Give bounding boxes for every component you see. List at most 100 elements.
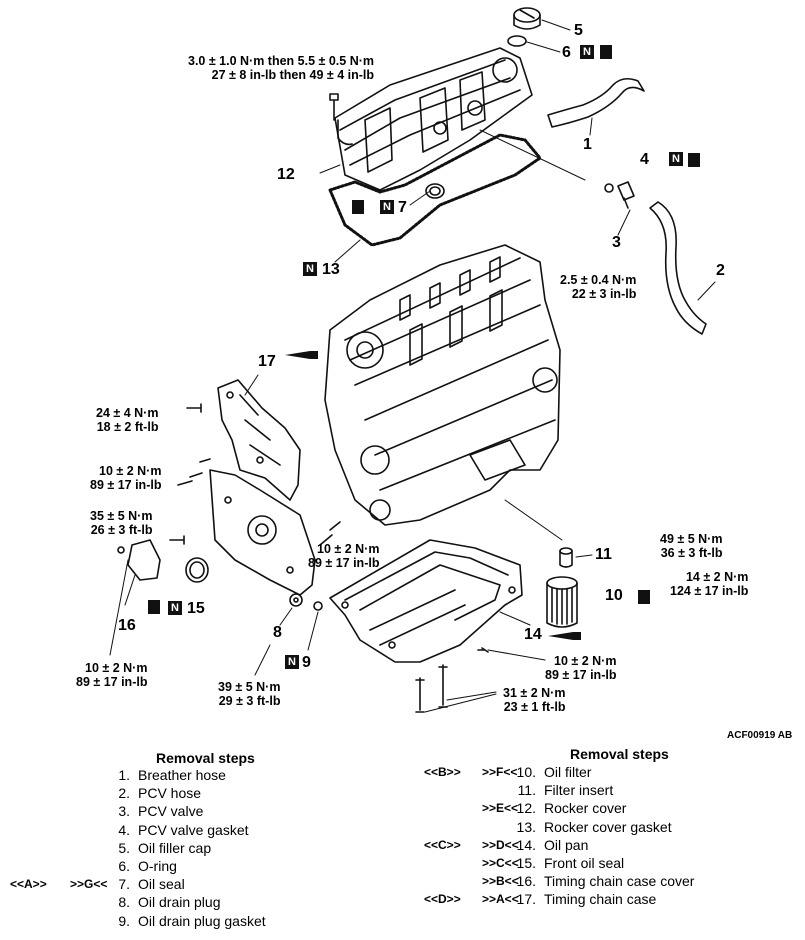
drain-plug-gasket-part <box>313 601 323 611</box>
new-part-mark-6: N <box>580 45 594 59</box>
oil-seal-7-part <box>425 183 445 199</box>
removal-mark: <<A>> <box>10 877 47 892</box>
new-part-mark-9: N <box>285 655 299 669</box>
callout-17: 17 <box>258 353 276 370</box>
step-label: O-ring <box>138 858 177 874</box>
installation-mark: >>F<< <box>482 765 518 779</box>
timing-cover-plate-part <box>127 539 161 581</box>
callout-13: 13 <box>322 261 340 278</box>
oil-filler-cap-part <box>513 7 541 30</box>
step-label: Oil seal <box>138 876 185 893</box>
step-number: 15. <box>516 855 536 871</box>
removal-steps-title-right: Removal steps <box>570 746 669 762</box>
callout-4: 4 <box>640 151 649 168</box>
installation-mark: >>E<< <box>482 801 519 816</box>
case-bolt-24nm <box>186 403 202 413</box>
removal-step: 6. O-ring <box>108 857 177 875</box>
callout-11: 11 <box>595 546 612 563</box>
oil-can-icon-7 <box>352 200 364 214</box>
removal-step: 16. Timing chain case cover <box>514 872 695 890</box>
step-number: 6. <box>118 858 130 874</box>
step-number: 9. <box>118 912 130 929</box>
callout-16: 16 <box>118 617 136 634</box>
removal-step: 10.Oil filter <box>514 763 592 781</box>
step-label: Rocker cover <box>544 800 627 817</box>
oil-can-icon-16 <box>148 600 160 614</box>
step-label: Front oil seal <box>544 855 625 871</box>
callout-9: 9 <box>302 654 311 671</box>
case-bolts-10nm <box>177 458 211 486</box>
oil-pan-part <box>329 539 523 663</box>
step-label: Breather hose <box>138 767 226 783</box>
exploded-engine-diagram <box>109 7 716 713</box>
removal-step: 4.PCV valve gasket <box>108 821 248 839</box>
oil-pan-bolt-part <box>477 647 489 653</box>
timing-chain-case-cover-part <box>209 469 316 596</box>
removal-step: 12.Rocker cover <box>514 799 627 817</box>
removal-step: 3. PCV valve <box>108 802 203 820</box>
installation-mark: >>G<< <box>70 877 108 892</box>
callout-14: 14 <box>524 626 542 643</box>
step-label: Oil pan <box>544 836 589 853</box>
step-label: Oil drain plug gasket <box>138 912 266 929</box>
new-part-mark-13: N <box>303 262 317 276</box>
removal-step: 8.Oil drain plug <box>108 893 220 911</box>
installation-mark: >>A<< <box>482 892 519 907</box>
step-number: 5. <box>118 839 130 856</box>
step-number: 3. <box>118 803 130 820</box>
step-number: 14. <box>516 836 536 853</box>
removal-step: 11.Filter insert <box>514 781 614 799</box>
engine-block-part <box>324 244 561 526</box>
rocker-bolt-part <box>329 93 339 121</box>
front-oil-seal-part <box>185 557 209 583</box>
breather-hose-part <box>547 77 645 128</box>
step-number: 2. <box>118 785 130 802</box>
step-number: 7. <box>118 876 130 893</box>
removal-step: 5. Oil filler cap <box>108 839 211 857</box>
callout-5: 5 <box>574 22 583 39</box>
removal-step: 2. PCV hose <box>108 784 201 802</box>
removal-step: 13.Rocker cover gasket <box>514 818 672 836</box>
step-number: 1. <box>118 767 130 783</box>
new-part-mark-15: N <box>168 601 182 615</box>
removal-step: 9. Oil drain plug gasket <box>108 912 266 930</box>
callout-15: 15 <box>187 600 205 617</box>
callout-7: 7 <box>398 199 407 216</box>
step-label: PCV hose <box>138 785 202 802</box>
installation-mark: >>C<< <box>482 856 519 870</box>
case-bolt-35nm <box>169 535 185 545</box>
step-label: Timing chain case cover <box>544 873 695 890</box>
removal-mark: <<C>> <box>424 837 461 852</box>
sealant-tube-icon-14 <box>548 632 581 640</box>
step-label: PCV valve <box>138 803 204 820</box>
step-number: 10. <box>516 764 536 780</box>
removal-step: 14. Oil pan <box>514 836 589 854</box>
removal-steps-title-left: Removal steps <box>156 750 255 766</box>
callout-3: 3 <box>612 234 621 251</box>
oil-pan-studs-part <box>415 664 448 713</box>
step-number: 16. <box>516 873 536 890</box>
callout-1: 1 <box>583 136 592 153</box>
case-bolt-front-10nm <box>319 521 341 546</box>
timing-chain-case-part <box>217 379 301 501</box>
rocker-gasket-part <box>328 133 542 247</box>
new-part-mark-7: N <box>380 200 394 214</box>
installation-mark: >>B<< <box>482 874 519 889</box>
filter-insert-part <box>559 547 573 568</box>
step-label: Oil filler cap <box>138 839 212 856</box>
callout-8: 8 <box>273 624 282 641</box>
step-number: 13. <box>516 818 536 835</box>
o-ring-part <box>507 35 527 47</box>
figure-reference-code: ACF00919 AB <box>727 730 793 741</box>
pcv-hose-part <box>649 201 707 335</box>
step-number: 11. <box>517 782 536 799</box>
pcv-valve-gasket-part <box>604 183 614 193</box>
